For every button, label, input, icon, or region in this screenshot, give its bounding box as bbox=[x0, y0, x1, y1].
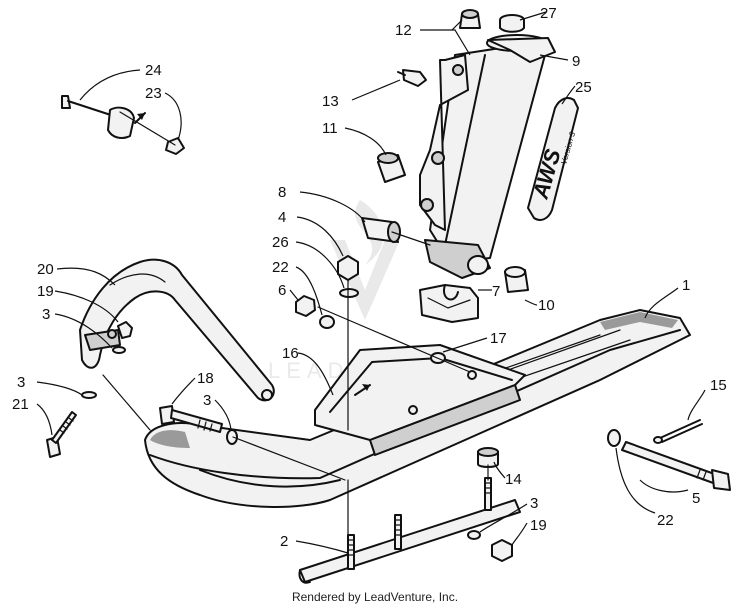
callout-1: 1 bbox=[682, 277, 690, 294]
nut bbox=[337, 255, 359, 281]
clip-bolt-assembly bbox=[61, 95, 185, 155]
plug bbox=[499, 14, 525, 33]
cotter-pin bbox=[653, 419, 703, 444]
grease-fitting bbox=[397, 69, 427, 87]
callout-2: 2 bbox=[280, 533, 288, 550]
skag-lock-nut bbox=[491, 539, 513, 562]
callout-3-skag: 3 bbox=[530, 495, 538, 512]
callout-17: 17 bbox=[490, 330, 507, 347]
callout-25: 25 bbox=[575, 79, 592, 96]
washer bbox=[339, 288, 359, 298]
spindle-washer bbox=[607, 429, 621, 447]
callout-26: 26 bbox=[272, 234, 289, 251]
bumper-block bbox=[419, 284, 479, 323]
callout-24: 24 bbox=[145, 62, 162, 79]
callout-13: 13 bbox=[322, 93, 339, 110]
ski-saddle bbox=[314, 344, 526, 456]
lock-nut bbox=[295, 295, 316, 317]
ski-loop bbox=[79, 258, 275, 402]
skag-nut bbox=[477, 447, 499, 468]
callout-3-saddle: 3 bbox=[203, 392, 211, 409]
callout-9: 9 bbox=[572, 53, 580, 70]
callout-numbers: 12 27 9 25 13 11 24 23 8 4 26 22 6 7 10 … bbox=[12, 5, 727, 550]
callout-21: 21 bbox=[12, 396, 29, 413]
callout-22-upper: 22 bbox=[272, 259, 289, 276]
callout-14: 14 bbox=[505, 471, 522, 488]
callout-7: 7 bbox=[492, 283, 500, 300]
leader-lines bbox=[36, 11, 706, 554]
spindle-bolt bbox=[621, 441, 731, 491]
assembly-lines bbox=[102, 111, 489, 536]
callout-3-bolt: 3 bbox=[17, 374, 25, 391]
callout-23: 23 bbox=[145, 85, 162, 102]
loop-washer bbox=[112, 346, 126, 354]
wear-bar bbox=[298, 477, 521, 584]
callout-4: 4 bbox=[278, 209, 286, 226]
skag-washer bbox=[467, 530, 481, 540]
aws-decal: AWS Version 3 bbox=[527, 97, 579, 221]
callout-19-lower: 19 bbox=[530, 517, 547, 534]
bolt-washer bbox=[81, 391, 97, 399]
pivot-bushing bbox=[504, 266, 529, 293]
callout-19-upper: 19 bbox=[37, 283, 54, 300]
callout-22-lower: 22 bbox=[657, 512, 674, 529]
callout-15: 15 bbox=[710, 377, 727, 394]
callout-12: 12 bbox=[395, 22, 412, 39]
saddle-bolt bbox=[159, 405, 223, 433]
callout-16: 16 bbox=[282, 345, 299, 362]
spacer-bushing bbox=[361, 217, 401, 243]
spindle bbox=[419, 34, 556, 279]
callout-11: 11 bbox=[322, 120, 338, 137]
callout-27: 27 bbox=[540, 5, 557, 22]
saddle-washer bbox=[226, 429, 238, 445]
callout-10: 10 bbox=[538, 297, 555, 314]
washer-small bbox=[319, 315, 335, 329]
loop-bolt bbox=[46, 411, 77, 458]
cap-nut bbox=[459, 9, 481, 29]
callout-20: 20 bbox=[37, 261, 54, 278]
callout-3-loop: 3 bbox=[42, 306, 50, 323]
callout-6: 6 bbox=[278, 282, 286, 299]
footer-credit: Rendered by LeadVenture, Inc. bbox=[291, 590, 459, 604]
callout-5: 5 bbox=[692, 490, 700, 507]
bushing bbox=[377, 152, 406, 183]
loop-nut bbox=[117, 321, 133, 339]
callout-18: 18 bbox=[197, 370, 214, 387]
callout-8: 8 bbox=[278, 184, 286, 201]
